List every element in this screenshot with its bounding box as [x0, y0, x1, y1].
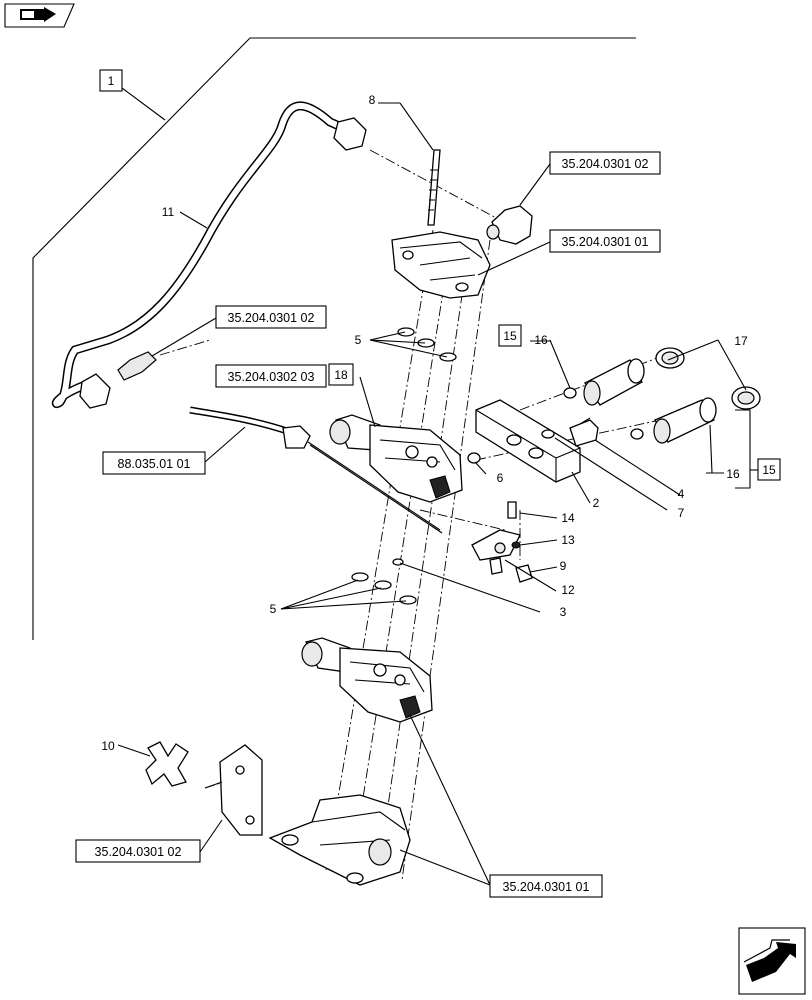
mounting-bracket [204, 744, 263, 836]
callout-4: 4 [678, 487, 685, 501]
callout-2: 2 [593, 496, 600, 510]
reference-box[interactable]: 35.204.0301 02 [549, 151, 661, 175]
callout-18: 18 [328, 363, 354, 386]
dust-cap [731, 386, 761, 410]
clip [511, 541, 521, 549]
dust-cap [655, 347, 685, 369]
stud-bolt [427, 149, 441, 226]
callout-1: 1 [99, 69, 123, 92]
callout-8: 8 [369, 93, 376, 107]
svg-text:18: 18 [334, 368, 348, 382]
callout-12: 12 [561, 583, 575, 597]
seal [467, 452, 481, 464]
svg-text:35.204.0301 01: 35.204.0301 01 [503, 880, 590, 894]
callout-15-upper: 15 [498, 324, 522, 347]
control-valve-section [329, 414, 463, 503]
wing-nut [145, 741, 189, 787]
top-end-cover [391, 231, 491, 299]
callout-11: 11 [162, 205, 175, 219]
callout-6: 6 [497, 471, 504, 485]
bolt [569, 417, 599, 447]
callout-13: 13 [561, 533, 575, 547]
hydraulic-pipe [51, 101, 367, 409]
reference-box[interactable]: 35.204.0302 03 [215, 364, 327, 388]
svg-text:15: 15 [762, 463, 776, 477]
mounting-block [475, 399, 581, 483]
reference-box[interactable]: 35.204.0301 01 [489, 874, 603, 898]
washer [541, 429, 555, 439]
callout-16-lower: 16 [726, 467, 740, 481]
washers-upper [397, 327, 457, 362]
reference-box[interactable]: 35.204.0301 02 [215, 305, 327, 329]
callout-5-lower: 5 [270, 602, 277, 616]
svg-text:1: 1 [108, 74, 115, 88]
inlet-cover [268, 794, 411, 886]
callout-5: 5 [355, 333, 362, 347]
callout-15-lower: 15 [757, 458, 781, 481]
control-cable [189, 406, 443, 534]
svg-text:35.204.0301 02: 35.204.0301 02 [95, 845, 182, 859]
callout-14: 14 [561, 511, 575, 525]
pin [507, 501, 517, 519]
svg-text:88.035.01 01: 88.035.01 01 [118, 457, 191, 471]
callout-10: 10 [101, 739, 115, 753]
svg-text:35.204.0301 02: 35.204.0301 02 [562, 157, 649, 171]
callout-9: 9 [560, 559, 567, 573]
svg-text:15: 15 [503, 329, 517, 343]
fitting [486, 205, 533, 245]
washers-lower [351, 572, 417, 605]
reference-box[interactable]: 35.204.0301 01 [549, 229, 661, 253]
callout-17: 17 [734, 334, 748, 348]
o-ring [563, 387, 577, 399]
lever [471, 529, 521, 575]
reference-box[interactable]: 88.035.01 01 [102, 451, 206, 475]
next-page-arrow-icon[interactable] [738, 927, 806, 995]
lower-valve-section [301, 637, 433, 723]
svg-text:35.204.0301 01: 35.204.0301 01 [562, 235, 649, 249]
callout-16-upper: 16 [534, 333, 548, 347]
reference-box[interactable]: 35.204.0301 02 [75, 839, 201, 863]
quick-coupler-lower [653, 397, 717, 444]
o-ring [630, 428, 644, 440]
callout-7: 7 [678, 506, 685, 520]
callout-3: 3 [560, 605, 567, 619]
previous-page-arrow-icon[interactable] [4, 3, 75, 28]
svg-text:35.204.0301 02: 35.204.0301 02 [228, 311, 315, 325]
svg-text:35.204.0302 03: 35.204.0302 03 [228, 370, 315, 384]
frame-line [32, 37, 636, 640]
quick-coupler-upper [583, 358, 645, 406]
leader-lines [117, 87, 758, 886]
